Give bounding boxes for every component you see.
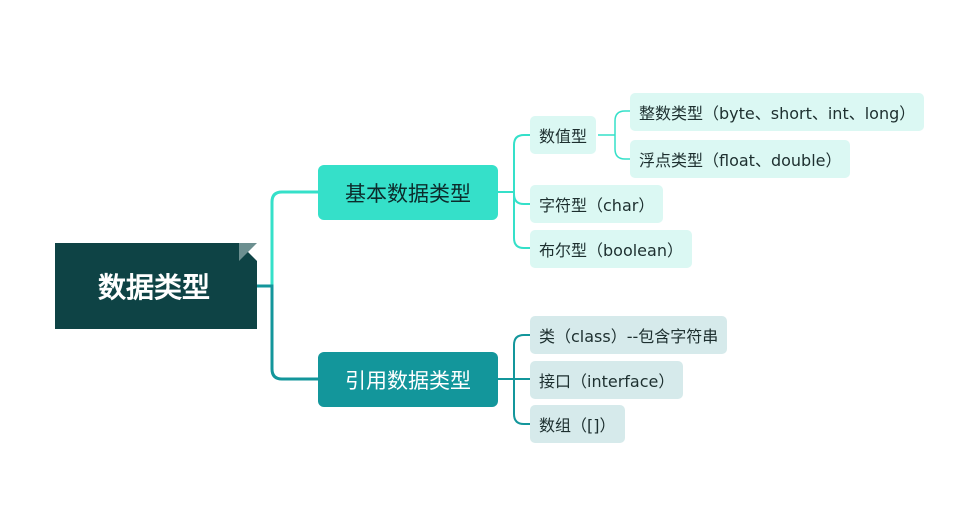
topic-interface-label: 接口（interface） (539, 372, 675, 391)
connector-numeric-children (598, 121, 616, 149)
topic-array[interactable]: 数组（[]） (530, 405, 625, 443)
connector-basic-char (513, 193, 530, 205)
branch-reference-types[interactable]: 引用数据类型 (318, 352, 498, 407)
connector-reference-array (513, 413, 530, 425)
connector-numeric-integer (614, 110, 630, 122)
topic-array-label: 数组（[]） (539, 416, 616, 435)
root-label: 数据类型 (97, 271, 210, 304)
connector-basic-boolean (513, 237, 530, 249)
topic-float-types[interactable]: 浮点类型（float、double） (630, 140, 851, 178)
branch-basic-types[interactable]: 基本数据类型 (318, 165, 498, 220)
topic-class-label: 类（class）--包含字符串 (539, 327, 719, 346)
topic-char[interactable]: 字符型（char） (530, 185, 664, 223)
topic-interface[interactable]: 接口（interface） (530, 361, 684, 399)
connector-basic-trunk (498, 145, 515, 238)
topic-boolean-label: 布尔型（boolean） (539, 241, 683, 260)
topic-numeric-label: 数值型 (539, 127, 588, 146)
connector-reference-class (513, 334, 530, 346)
branch-basic-label: 基本数据类型 (345, 181, 471, 206)
topic-class[interactable]: 类（class）--包含字符串 (530, 316, 728, 354)
connector-root-reference (257, 284, 318, 381)
connector-reference-trunk (498, 345, 515, 414)
root-node[interactable]: 数据类型 (55, 243, 257, 329)
topic-boolean[interactable]: 布尔型（boolean） (530, 230, 692, 268)
branch-reference-label: 引用数据类型 (345, 368, 471, 393)
folded-corner-shadow (239, 243, 257, 261)
connector-root-basic (257, 190, 318, 288)
connector-numeric-float (614, 148, 630, 160)
topic-numeric[interactable]: 数值型 (530, 116, 597, 154)
topic-integer-types-label: 整数类型（byte、short、int、long） (639, 104, 916, 123)
topic-float-types-label: 浮点类型（float、double） (639, 151, 842, 170)
topic-char-label: 字符型（char） (539, 196, 655, 215)
topic-integer-types[interactable]: 整数类型（byte、short、int、long） (630, 93, 925, 131)
connector-basic-numeric (513, 134, 530, 146)
